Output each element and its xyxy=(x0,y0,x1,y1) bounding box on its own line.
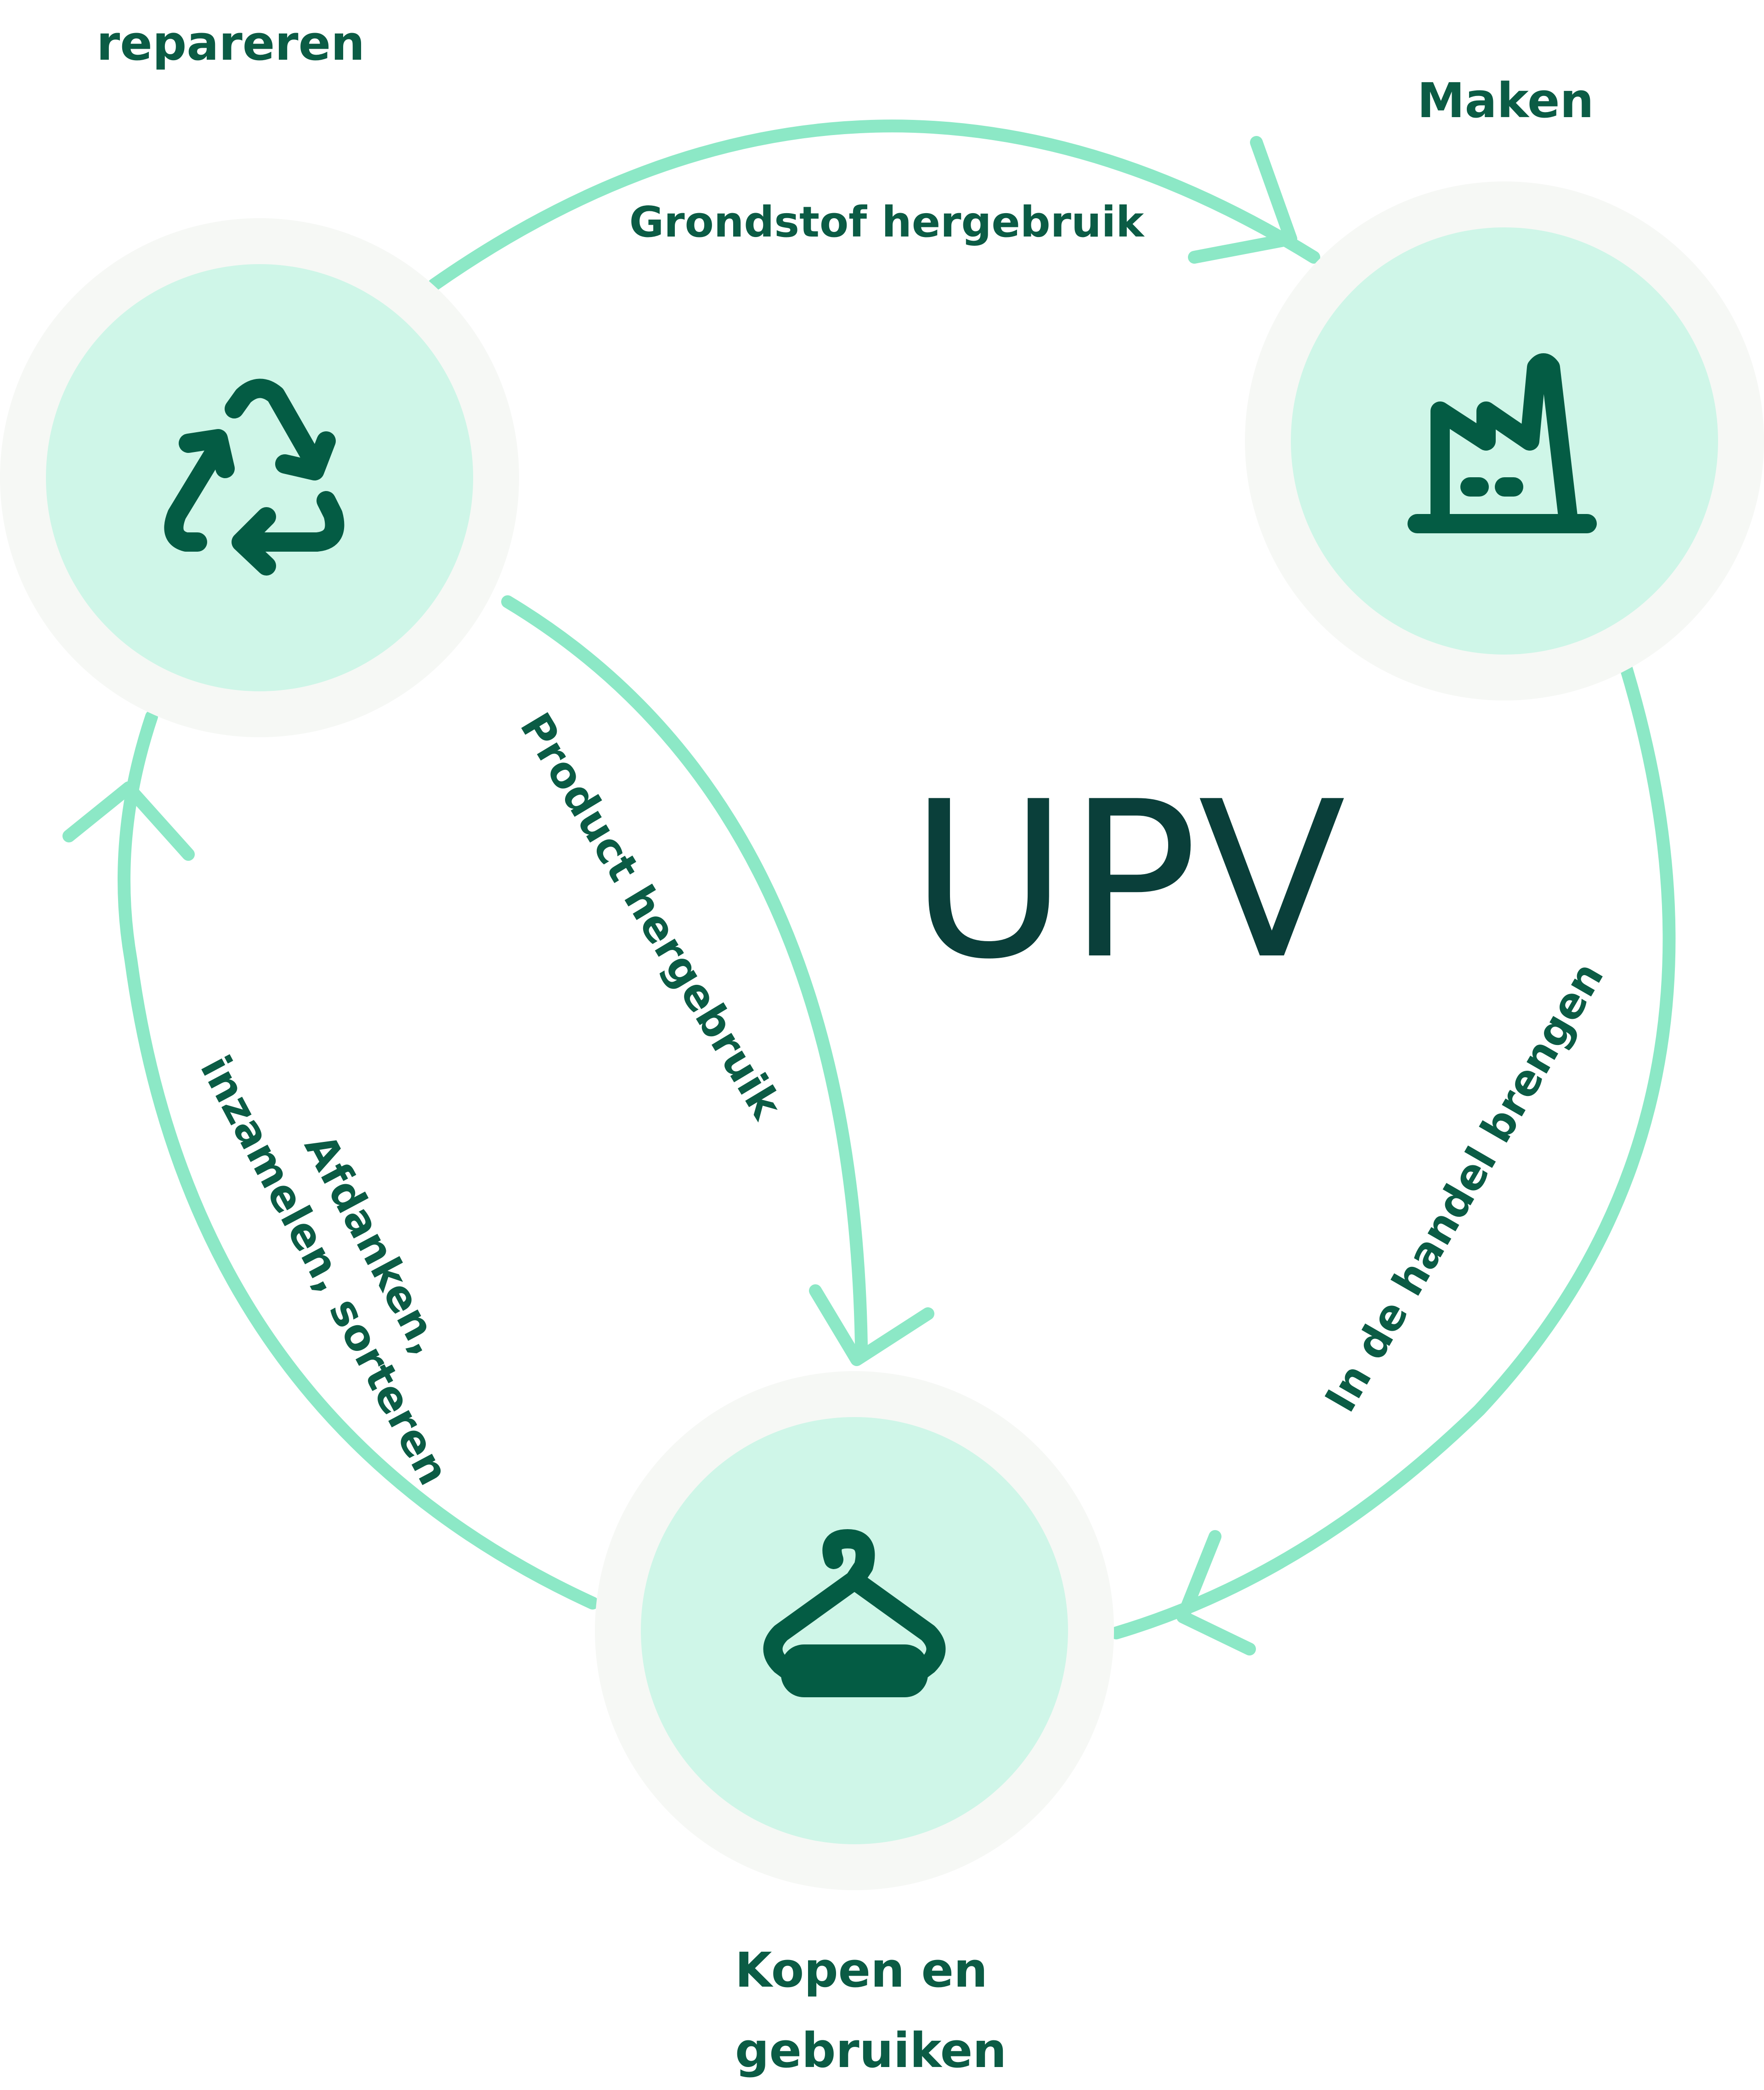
flow-label-market: In de handel brengen xyxy=(1316,954,1613,1420)
hanger-icon xyxy=(763,1529,946,1697)
node-make xyxy=(1245,181,1764,700)
center-title: UPV xyxy=(910,755,1347,1006)
flow-label-raw-material-reuse: Grondstof hergebruik xyxy=(629,198,1145,247)
arrowhead-market xyxy=(1176,1530,1256,1655)
arrow-raw-material-reuse xyxy=(428,119,1320,291)
arrowhead-discard xyxy=(62,781,195,861)
arrow-discard xyxy=(118,710,599,1610)
flow-label-product-reuse: Product hergebruik xyxy=(510,705,792,1128)
factory-icon xyxy=(1408,353,1597,533)
node-make-circle xyxy=(1291,227,1718,655)
arrowhead-raw-material-reuse xyxy=(1188,136,1297,264)
node-repair-label: repareren xyxy=(96,15,365,71)
node-buy-label-line1: Kopen en xyxy=(735,1942,988,1998)
recycle-icon xyxy=(164,378,345,576)
node-buy-circle xyxy=(641,1417,1068,1844)
node-repair-circle xyxy=(46,264,473,691)
node-buy xyxy=(595,1371,1114,1890)
node-make-label: Maken xyxy=(1417,73,1594,129)
flow-arrows xyxy=(62,119,1676,1655)
arrow-market xyxy=(1110,662,1676,1639)
node-buy-label-line2: gebruiken xyxy=(735,2022,1006,2079)
arrow-product-reuse xyxy=(501,595,868,1352)
flow-label-discard: Afdanken, inzamelen, sorteren xyxy=(191,1048,458,1493)
node-repair xyxy=(0,218,519,737)
arrowhead-product-reuse xyxy=(809,1284,934,1366)
